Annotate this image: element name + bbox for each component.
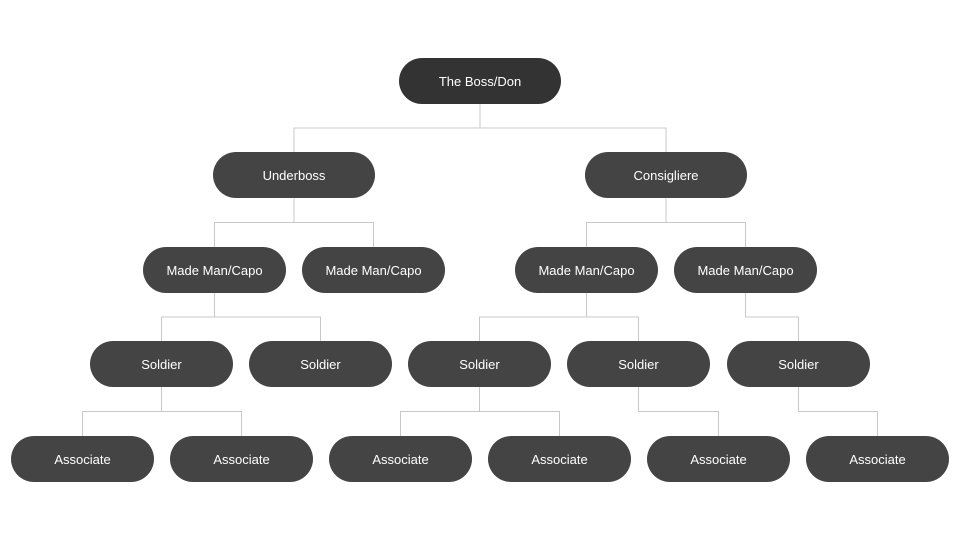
node-associate-5: Associate bbox=[647, 436, 790, 482]
connector-consigliere-capo4 bbox=[665, 198, 746, 247]
connector-boss-consigliere bbox=[479, 104, 667, 152]
connector-capo4-soldier5 bbox=[745, 293, 799, 341]
node-associate-4: Associate bbox=[488, 436, 631, 482]
node-associate-2: Associate bbox=[170, 436, 313, 482]
connector-boss-underboss bbox=[293, 104, 481, 152]
node-underboss: Underboss bbox=[213, 152, 375, 198]
connector-soldier5-associate6 bbox=[798, 387, 878, 436]
connector-underboss-capo1 bbox=[214, 198, 295, 247]
node-capo-2: Made Man/Capo bbox=[302, 247, 445, 293]
connector-soldier1-associate1 bbox=[82, 387, 162, 436]
node-soldier-2: Soldier bbox=[249, 341, 392, 387]
connector-consigliere-capo3 bbox=[586, 198, 667, 247]
connector-capo1-soldier2 bbox=[214, 293, 321, 341]
connector-soldier4-associate5 bbox=[638, 387, 719, 436]
node-associate-6: Associate bbox=[806, 436, 949, 482]
connector-capo3-soldier3 bbox=[479, 293, 587, 341]
node-associate-3: Associate bbox=[329, 436, 472, 482]
connector-soldier3-associate4 bbox=[479, 387, 560, 436]
node-capo-3: Made Man/Capo bbox=[515, 247, 658, 293]
node-capo-1: Made Man/Capo bbox=[143, 247, 286, 293]
node-capo-4: Made Man/Capo bbox=[674, 247, 817, 293]
node-soldier-5: Soldier bbox=[727, 341, 870, 387]
connector-capo1-soldier1 bbox=[161, 293, 215, 341]
connector-underboss-capo2 bbox=[293, 198, 374, 247]
connector-soldier3-associate3 bbox=[400, 387, 480, 436]
node-soldier-4: Soldier bbox=[567, 341, 710, 387]
node-associate-1: Associate bbox=[11, 436, 154, 482]
node-soldier-1: Soldier bbox=[90, 341, 233, 387]
node-boss: The Boss/Don bbox=[399, 58, 561, 104]
connector-soldier1-associate2 bbox=[161, 387, 242, 436]
connector-capo3-soldier4 bbox=[586, 293, 639, 341]
node-consigliere: Consigliere bbox=[585, 152, 747, 198]
node-soldier-3: Soldier bbox=[408, 341, 551, 387]
